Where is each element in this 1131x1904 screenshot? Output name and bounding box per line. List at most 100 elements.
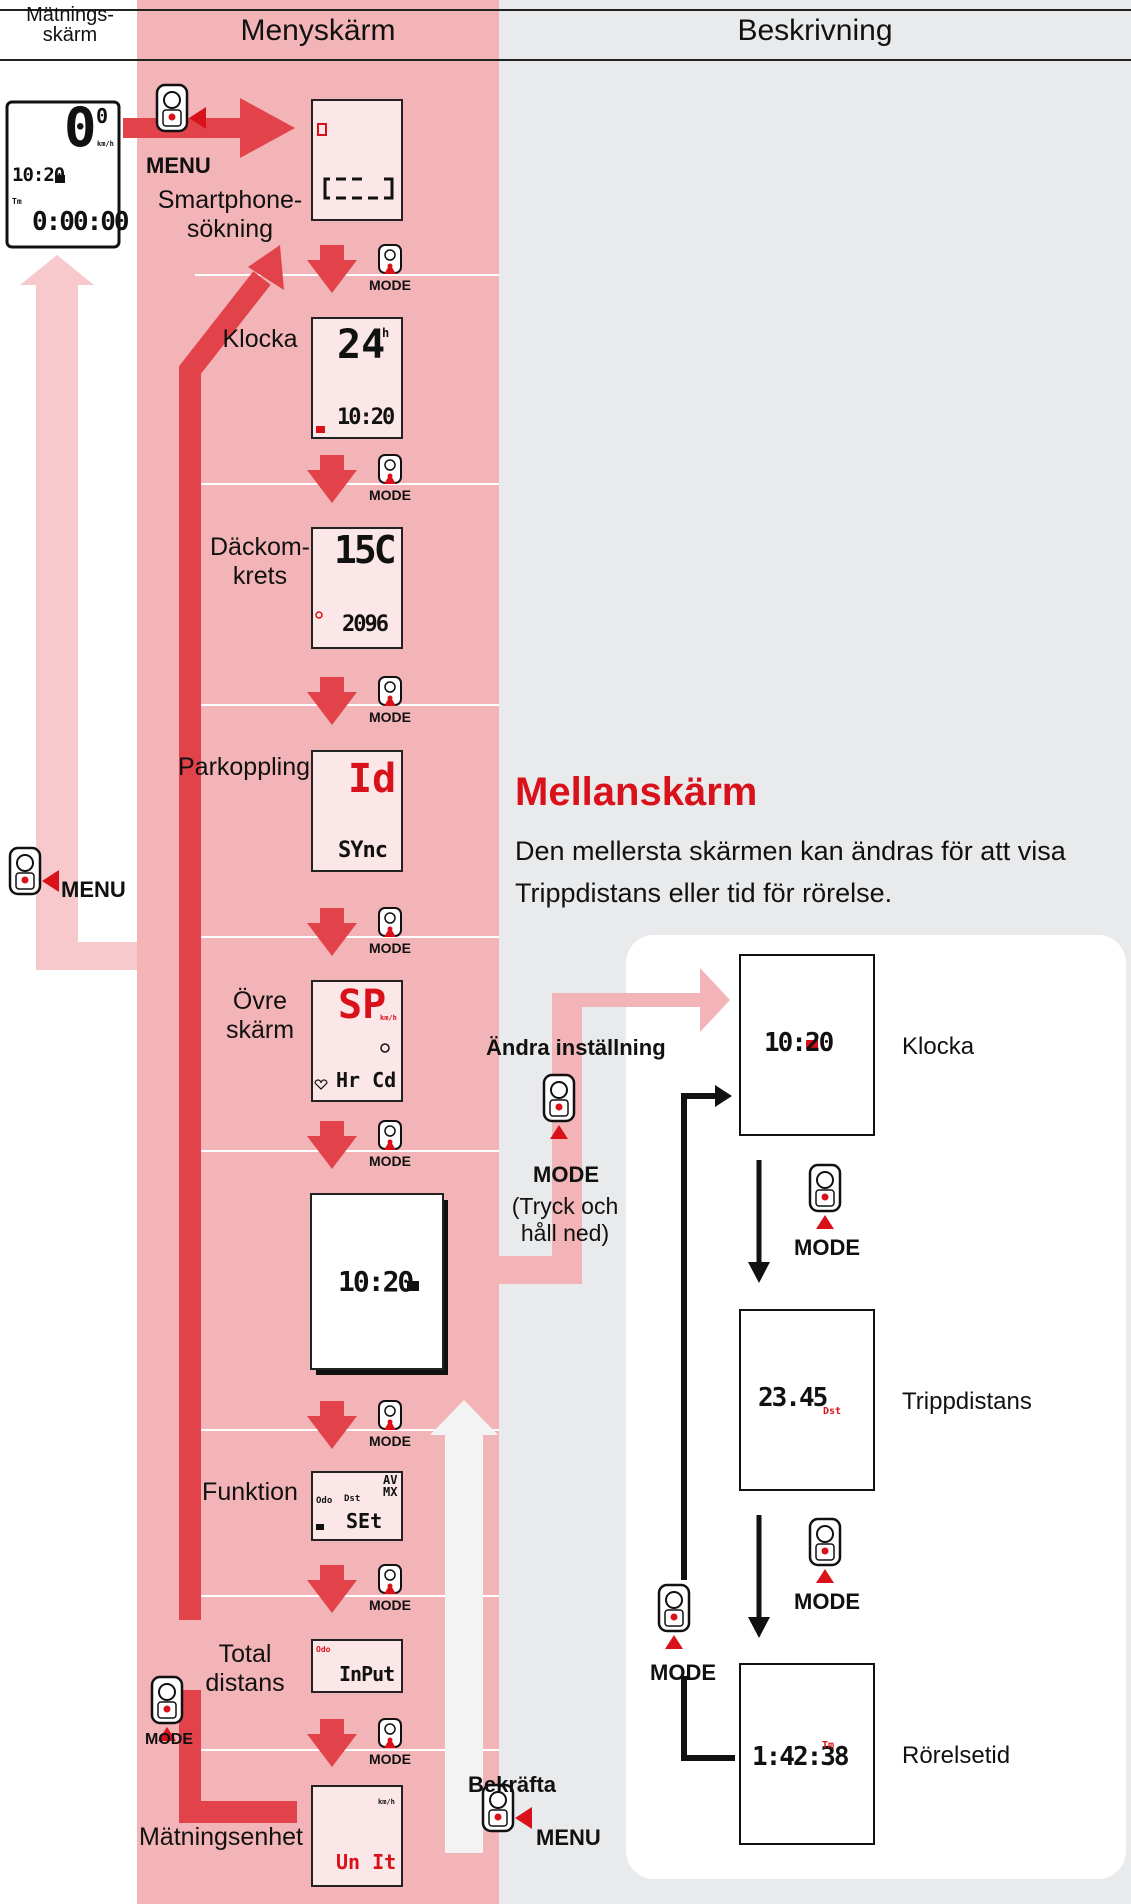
lcd-pairing <box>311 750 403 872</box>
menu-item-tire: Däckom- krets <box>210 533 311 590</box>
clock-icon <box>55 175 65 183</box>
clock-icon <box>806 1040 818 1049</box>
desc-item-tm: Rörelsetid <box>902 1742 1011 1769</box>
lcd-measure <box>5 100 121 249</box>
lcd-pair-sync: SYnc <box>338 838 388 863</box>
lcd-unit <box>311 1785 403 1887</box>
lcd-speed-unit: km/h <box>97 140 114 148</box>
menu-device-icon-confirm <box>481 1783 532 1833</box>
menu-item-pairing: Parkoppling <box>178 753 311 781</box>
lcd-clock-h: h <box>382 326 390 340</box>
lcd-desc-tm-unit: Tm <box>822 1740 835 1751</box>
mode-device-icon-desc1 <box>808 1163 842 1229</box>
down-arrow <box>307 677 357 725</box>
lcd-measure-clock: 10:20 <box>12 164 65 186</box>
lcd-upper-sp: SP <box>338 982 387 1028</box>
mode-label-small-6: MODE <box>369 1433 411 1449</box>
mode-label-desc1: MODE <box>794 1235 860 1260</box>
clock-icon <box>316 426 325 433</box>
lcd-tire-size: 2096 <box>342 612 389 637</box>
menu-button-label-left: MENU <box>61 877 126 902</box>
lcd-desc-clock-time: 10:20 <box>764 1028 834 1058</box>
header-menu: Menyskärm <box>240 14 396 47</box>
mode-label-bottom-left: MODE <box>145 1731 193 1748</box>
description-text: Den mellersta skärmen kan ändras för att… <box>515 836 1066 908</box>
lcd-desc-tm-value: 1:42:38 <box>752 1742 850 1772</box>
clock-icon <box>316 1524 324 1530</box>
desc-item-dst: Trippdistans <box>902 1388 1032 1415</box>
menu-device-icon-left <box>8 846 59 896</box>
lcd-middle <box>310 1193 444 1370</box>
lcd-middle-clock: 10:20 <box>338 1265 414 1298</box>
return-arrow <box>20 255 137 970</box>
lcd-upper-unit: km/h <box>380 1014 397 1022</box>
menu-button-label-confirm: MENU <box>536 1825 601 1850</box>
menu-device-icon-top <box>155 83 206 133</box>
lcd-upper-bottom: Hr Cd <box>336 1068 397 1092</box>
lcd-function <box>311 1471 403 1541</box>
lcd-unit-kmh: km/h <box>378 1798 395 1806</box>
loop-arrow <box>179 245 297 1823</box>
lcd-clock <box>311 317 403 439</box>
lcd-clock-24: 24 <box>337 322 386 368</box>
desc-item-clock: Klocka <box>902 1033 975 1060</box>
mode-label-small-4: MODE <box>369 940 411 956</box>
down-arrow <box>307 1565 357 1613</box>
menu-item-clock: Klocka <box>222 325 298 353</box>
lcd-measure-time: 0:00:00 <box>32 207 130 237</box>
search-dashes <box>323 177 394 200</box>
lcd-func-odo: Odo <box>316 1496 333 1506</box>
down-arrows <box>307 245 357 1767</box>
change-setting-arrow <box>499 968 730 1284</box>
mode-label-small-5: MODE <box>369 1153 411 1169</box>
change-setting-label: Ändra inställning <box>486 1035 666 1060</box>
lcd-clock-time: 10:20 <box>337 405 395 430</box>
header-description: Beskrivning <box>737 14 893 47</box>
menu-item-upper: Övre skärm <box>225 987 295 1044</box>
down-arrow <box>307 245 357 293</box>
down-arrow <box>307 908 357 956</box>
description-title: Mellanskärm <box>515 770 758 814</box>
lcd-total-input: InPut <box>339 1662 395 1686</box>
lcd-func-avmx: AV MX <box>383 1473 398 1499</box>
menu-item-unit: Mätningsenhet <box>138 1823 303 1851</box>
menu-enter-arrow <box>123 98 295 158</box>
down-arrow <box>307 455 357 503</box>
lcd-desc-tm <box>739 1663 875 1845</box>
lcd-func-dst: Dst <box>344 1494 361 1504</box>
lcd-desc-dst-value: 23.45 <box>758 1383 828 1413</box>
tire-icon <box>315 611 323 619</box>
mode-label-desc3: MODE <box>650 1660 716 1685</box>
lcd-tire <box>311 527 403 649</box>
lcd-pair-id: Id <box>348 756 397 802</box>
confirm-arrow <box>430 1400 498 1853</box>
mode-label-small-7: MODE <box>369 1597 411 1613</box>
lcd-total <box>311 1639 403 1693</box>
lcd-tire-code: 15C <box>334 528 397 572</box>
lcd-desc-dst-unit: Dst <box>823 1406 842 1417</box>
down-arrow <box>307 1719 357 1767</box>
menu-button-label: MENU <box>146 153 211 178</box>
mode-label-small-2: MODE <box>369 487 411 503</box>
mode-label-small-8: MODE <box>369 1751 411 1767</box>
lcd-desc-dst <box>739 1309 875 1491</box>
mode-label-small-1: MODE <box>369 277 411 293</box>
down-arrow <box>307 1401 357 1449</box>
heart-icon <box>314 1079 328 1090</box>
lcd-unit-text: Un It <box>336 1850 397 1874</box>
lcd-speed-dec: 0 <box>96 104 109 128</box>
description-card <box>626 935 1126 1879</box>
confirm-label: Bekräfta <box>468 1772 557 1797</box>
mode-device-icon-desc3 <box>657 1583 691 1649</box>
small-mode-icons <box>378 244 402 1748</box>
down-arrow <box>307 1121 357 1169</box>
menu-item-function: Funktion <box>202 1478 298 1506</box>
mode-label-desc2: MODE <box>794 1589 860 1614</box>
lcd-speed: 0 <box>64 96 97 159</box>
header-measure: Mätnings- skärm <box>26 4 114 46</box>
lcd-total-odo: Odo <box>316 1645 331 1654</box>
menu-item-smartphone: Smartphone- sökning <box>157 186 303 243</box>
clock-icon <box>407 1281 419 1291</box>
menu-item-total: Total distans <box>205 1640 285 1697</box>
